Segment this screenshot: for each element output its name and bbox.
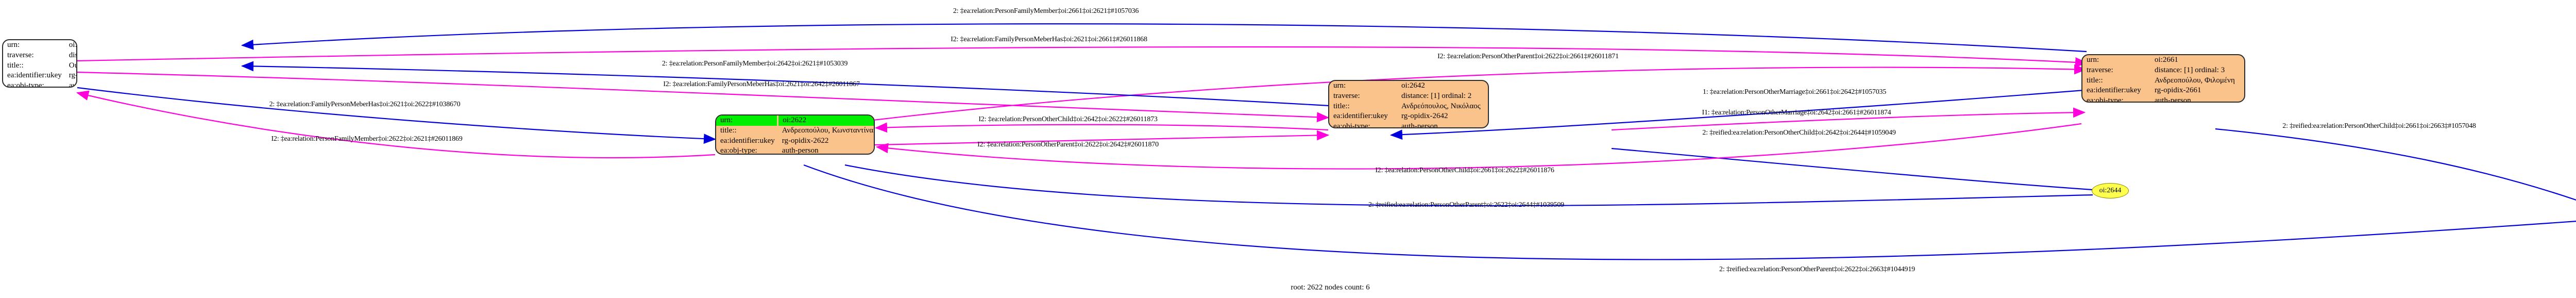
row-key: title:: (7, 61, 24, 70)
row-value: Ανδρεοπούλου, Φιλομένη (2155, 76, 2235, 85)
row-key: ea:obj-type: (1333, 122, 1370, 128)
node-row: ea:obj-type: auth-family (3, 81, 76, 88)
row-value: distance: [1] ordinal: 3 (2155, 65, 2225, 74)
edge-label: 2: ‡ea:relation:PersonFamilyMember‡oi:26… (662, 60, 848, 68)
row-key: title:: (720, 126, 737, 135)
edge-2621-2622 (77, 87, 717, 144)
edge-label: I2: ‡ea:relation:FamilyPersonMeberHas‡oi… (951, 36, 1147, 43)
edge-label: I2: ‡ea:relation:PersonFamilyMember‡oi:2… (271, 135, 463, 143)
row-value: distance: [1] ordinal: 1 (69, 51, 76, 59)
node-row: title:: Ανδρεοπούλου, Κωνσταντίνα (716, 126, 874, 136)
node-row: urn: oi:2621 (3, 40, 77, 51)
row-key: traverse: (7, 51, 34, 59)
row-key: traverse: (1333, 91, 1360, 100)
row-key: urn: (716, 115, 779, 126)
row-key: title:: (2087, 76, 2103, 85)
node-row: ea:obj-type: auth-person (1329, 122, 1488, 128)
row-key: ea:identifier:ukey (7, 71, 62, 80)
row-value: Ανδρεόπουλος, Νικόλαος (1401, 102, 1481, 110)
node-oi-2644[interactable]: oi:2644 (2092, 183, 2129, 198)
edge-label: 1: ‡ea:relation:PersonOtherMarriage‡oi:2… (1702, 88, 1887, 96)
edge-2642-2622 (874, 122, 1329, 133)
row-value: rg-opidix-2642 (1401, 112, 1448, 121)
edge-label: 2: ‡ea:relation:FamilyPersonMeberHas‡oi:… (269, 101, 461, 108)
edge-label: I2: ‡ea:relation:PersonOtherParent‡oi:26… (977, 141, 1159, 148)
node-row: title:: Ανδρεόπουλος, Νικόλαος (1329, 102, 1488, 112)
edge-2661-2621 (241, 23, 2087, 53)
node-row: ea:identifier:ukey rg-opidix-2642 (1329, 111, 1488, 122)
row-key: urn: (2087, 56, 2099, 64)
node-row: ea:obj-type: auth-person (716, 146, 874, 155)
node-row: traverse: distance: [1] ordinal: 3 (2082, 65, 2244, 76)
node-row-highlighted: urn: oi:2622 (716, 115, 874, 126)
node-row: ea:identifier:ukey rg-opidix-2622 (716, 136, 874, 146)
row-key: traverse: (2087, 65, 2113, 74)
node-oi-2661[interactable]: urn: oi:2661 traverse: distance: [1] ord… (2081, 54, 2245, 103)
node-oi-2642[interactable]: urn: oi:2642 traverse: distance: [1] ord… (1328, 80, 1489, 128)
node-oi-2621[interactable]: urn: oi:2621 traverse: distance: [1] ord… (2, 39, 77, 88)
node-row: ea:identifier:ukey rg-opidix-2621 (3, 71, 77, 81)
row-key: ea:obj-type: (720, 146, 757, 155)
row-value: rg-opidix-2621 (69, 71, 77, 80)
edge-label: I1: ‡ea:relation:PersonOtherMarriage‡oi:… (1702, 109, 1891, 117)
row-value: rg-opidix-2622 (782, 136, 829, 145)
edge-label: I2: ‡ea:relation:PersonOtherChild‡oi:266… (1375, 167, 1554, 174)
row-key: ea:identifier:ukey (720, 136, 775, 145)
graph-footer: root: 2622 nodes count: 6 (1291, 283, 1370, 292)
node-row: title:: Οικογένεια Ανδρεοπούλου (3, 61, 77, 71)
edge-label: 2: ‡reified:ea:relation:PersonOtherParen… (1368, 201, 1564, 209)
row-value: auth-person (782, 146, 819, 155)
edge-label: I2: ‡ea:relation:PersonOtherChild‡oi:264… (978, 115, 1158, 123)
row-key: ea:obj-type: (2087, 96, 2124, 103)
node-row: traverse: distance: [1] ordinal: 2 (1329, 91, 1488, 102)
row-value: oi:2622 (777, 115, 874, 126)
row-value: rg-opidix-2661 (2155, 86, 2201, 95)
row-key: ea:identifier:ukey (1333, 112, 1388, 121)
row-value: Οικογένεια Ανδρεοπούλου (69, 61, 77, 70)
node-row: ea:identifier:ukey rg-opidix-2661 (2082, 86, 2244, 96)
node-oi-2622[interactable]: urn: oi:2622 title:: Ανδρεοπούλου, Κωνστ… (715, 114, 875, 155)
node-row: ea:obj-type: auth-person (2082, 96, 2244, 103)
row-value: oi:2661 (2155, 56, 2178, 64)
edge-label: 2: ‡reified:ea:relation:PersonOtherParen… (1719, 266, 1915, 273)
row-value: Ανδρεοπούλου, Κωνσταντίνα (782, 126, 874, 135)
edge-label: 2: ‡reified:ea:relation:PersonOtherChild… (2282, 122, 2476, 130)
row-key: urn: (1333, 81, 1346, 90)
row-key: title:: (1333, 102, 1350, 110)
row-value: oi:2621 (69, 41, 77, 49)
edge-2622-2663 (803, 164, 2576, 260)
edge-label: I2: ‡ea:relation:PersonOtherParent‡oi:26… (1437, 53, 1619, 60)
edge-2642-2644 (1611, 147, 2093, 191)
edge-2621-2642 (75, 71, 1330, 123)
node-row: traverse: distance: [1] ordinal: 1 (3, 51, 76, 61)
row-value: auth-person (1401, 122, 1438, 128)
row-key: urn: (7, 41, 20, 49)
node-row: title:: Ανδρεοπούλου, Φιλομένη (2082, 76, 2244, 86)
edge-label: I2: ‡ea:relation:FamilyPersonMeberHas‡oi… (663, 80, 860, 88)
row-value: oi:2642 (1401, 81, 1425, 90)
edge-2621-2661 (75, 46, 2088, 68)
edge-label: 2: ‡reified:ea:relation:PersonOtherChild… (1702, 129, 1896, 137)
row-key: ea:obj-type: (7, 81, 44, 88)
node-row: urn: oi:2642 (1329, 81, 1488, 91)
node-row: urn: oi:2661 (2082, 55, 2244, 65)
row-value: distance: [1] ordinal: 2 (1401, 91, 1472, 100)
row-value: auth-family (69, 81, 76, 88)
row-value: auth-person (2155, 96, 2191, 103)
edge-2661-2663 (2215, 128, 2576, 201)
edge-label: 2: ‡ea:relation:PersonFamilyMember‡oi:26… (953, 7, 1139, 15)
row-key: ea:identifier:ukey (2087, 86, 2141, 95)
